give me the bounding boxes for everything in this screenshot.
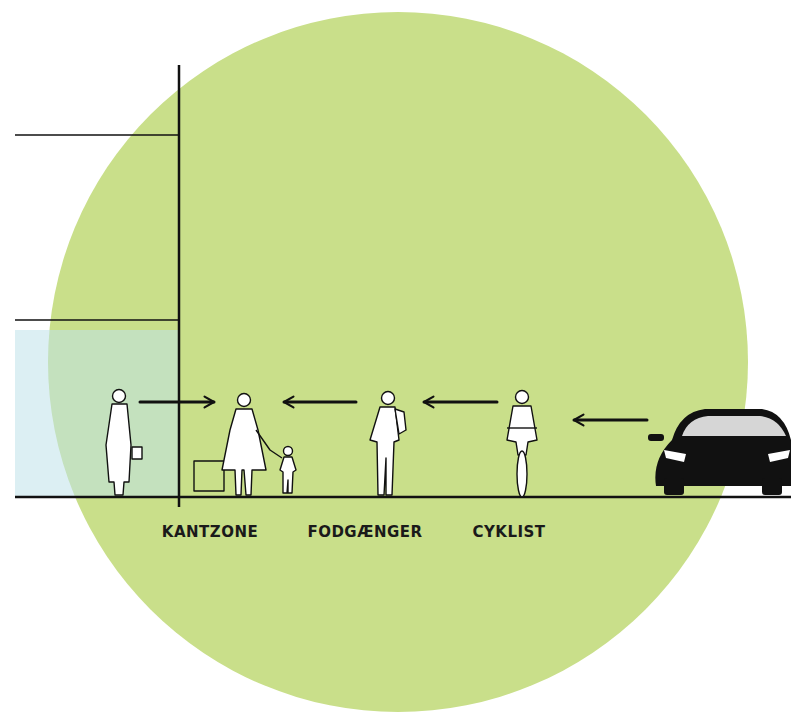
headlight <box>664 450 686 462</box>
floor-line <box>15 134 179 136</box>
backpack <box>395 409 406 434</box>
zone-label: KANTZONE <box>162 523 258 541</box>
floor-line <box>15 319 179 321</box>
adult-with-child <box>222 394 296 496</box>
flow-arrows <box>140 402 647 420</box>
coat <box>106 404 131 495</box>
cyclist-figure <box>507 391 537 498</box>
zone-label: CYKLIST <box>472 523 545 541</box>
standing-person <box>106 390 142 496</box>
facade-line <box>178 65 181 507</box>
head <box>238 394 251 407</box>
building-lines <box>15 65 179 507</box>
headlight <box>768 450 790 462</box>
arrow <box>424 401 497 404</box>
head <box>516 391 529 404</box>
coat <box>222 409 266 495</box>
pedestrian-figures <box>106 390 537 498</box>
bag <box>132 447 142 459</box>
arrow <box>574 419 647 422</box>
walking-pedestrian <box>370 392 406 496</box>
ground-floor-window <box>15 330 179 497</box>
head <box>382 392 395 405</box>
windshield <box>682 416 786 436</box>
zone-label: FODGÆNGER <box>307 523 422 541</box>
arrow <box>284 401 356 404</box>
head <box>284 447 293 456</box>
wheel <box>664 478 684 495</box>
arrow <box>140 401 214 404</box>
wheel <box>762 478 782 495</box>
mirror <box>648 434 664 441</box>
wheel <box>517 451 527 497</box>
car-body <box>655 409 791 486</box>
body <box>370 407 399 495</box>
child-body <box>280 457 296 493</box>
head <box>113 390 126 403</box>
torso <box>507 406 537 455</box>
arm <box>256 430 282 458</box>
handlebar <box>507 427 537 428</box>
box <box>194 461 224 491</box>
car <box>648 409 791 495</box>
ground-line <box>15 496 791 499</box>
